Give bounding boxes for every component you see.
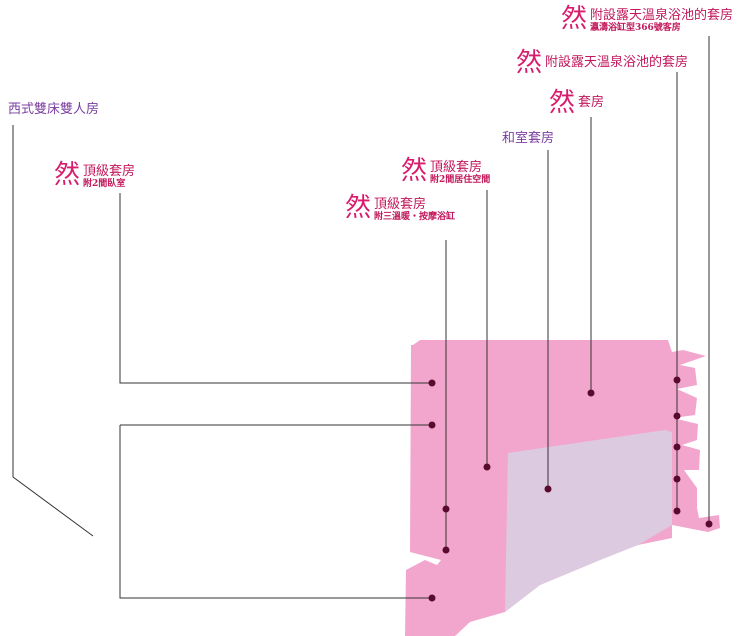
label-top-suite-c: 然頂級套房附三溫暖・按摩浴缸 <box>345 195 455 223</box>
label-top-suite-c-title: 頂級套房 <box>374 197 427 212</box>
marker-dot <box>673 507 681 515</box>
label-top-suite-b-sub: 附2間居住空間 <box>430 175 491 185</box>
ran-logo-glyph: 然 <box>54 160 81 190</box>
ran-logo-glyph: 然 <box>516 48 543 78</box>
marker-dot <box>587 389 595 397</box>
marker-dot <box>442 505 450 513</box>
marker-dot <box>428 421 436 429</box>
label-onsen-suite: 然附設露天溫泉浴池的套房 <box>516 50 688 76</box>
ran-logo-glyph: 然 <box>345 193 372 223</box>
label-onsen-suite-title: 附設露天溫泉浴池的套房 <box>545 55 689 70</box>
marker-dot <box>442 546 450 554</box>
leader-lines <box>12 36 710 599</box>
leader-line-western-twin <box>12 125 94 537</box>
label-western-twin: 西式雙床雙人房 <box>8 102 100 117</box>
japanese-room-area <box>505 430 672 612</box>
marker-dot <box>544 485 552 493</box>
marker-dot <box>673 443 681 451</box>
marker-dot <box>483 463 491 471</box>
label-top-suite-b-title: 頂級套房 <box>430 160 483 175</box>
marker-dot <box>428 594 436 602</box>
ran-logo-glyph: 然 <box>549 88 576 118</box>
label-top-suite-a-sub: 附2間臥室 <box>83 179 126 189</box>
label-ran-suite-title: 套房 <box>578 95 605 110</box>
label-top-suite-a-title: 頂級套房 <box>83 164 136 179</box>
label-top-suite-c-sub: 附三溫暖・按摩浴缸 <box>374 212 456 222</box>
label-top-suite-b: 然頂級套房附2間居住空間 <box>401 158 490 186</box>
label-top-suite-a: 然頂級套房附2間臥室 <box>54 162 135 190</box>
marker-dot <box>673 475 681 483</box>
label-ran-suite: 然套房 <box>549 90 604 116</box>
marker-dot <box>673 412 681 420</box>
marker-dot <box>428 379 436 387</box>
ran-logo-glyph: 然 <box>561 4 588 34</box>
label-onsen-suite-366-title: 附設露天溫泉浴池的套房 <box>590 8 734 23</box>
label-japanese-suite: 和室套房 <box>502 131 555 146</box>
marker-dot <box>705 520 713 528</box>
label-onsen-suite-366-sub: 瀛濤浴缸型366號客房 <box>590 23 681 33</box>
label-onsen-suite-366: 然附設露天溫泉浴池的套房瀛濤浴缸型366號客房 <box>561 6 733 34</box>
room-markers <box>428 376 713 602</box>
marker-dot <box>673 376 681 384</box>
leader-line-top-suite-a-3 <box>119 425 432 599</box>
leader-line-top-suite-a-1 <box>119 193 432 384</box>
ran-logo-glyph: 然 <box>401 156 428 186</box>
